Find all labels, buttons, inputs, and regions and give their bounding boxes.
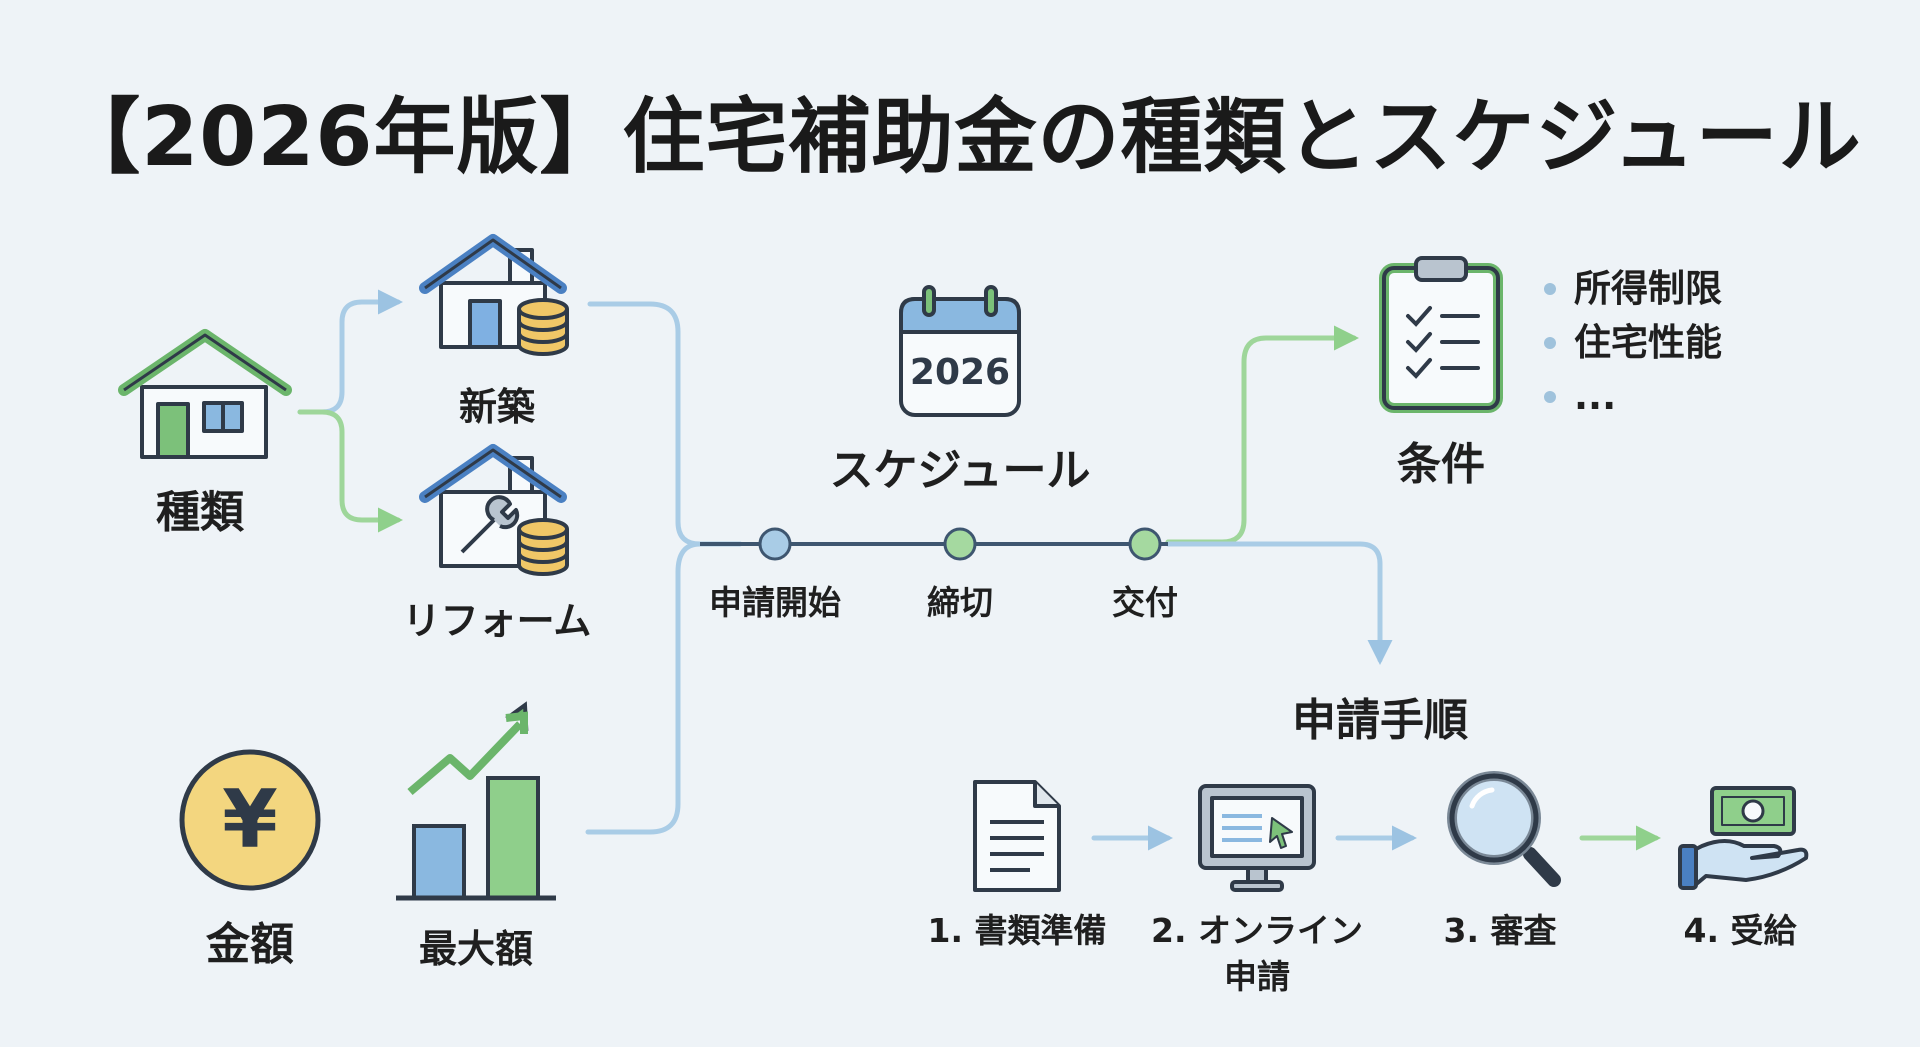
line-shinchiku-to-timeline: [587, 301, 743, 547]
magnifying-glass-icon: [1447, 771, 1561, 887]
step-line: 1. 書類準備: [927, 911, 1107, 950]
arrow-to-conditions: [1165, 325, 1359, 545]
conditions-label: 条件: [1397, 439, 1485, 490]
house-with-coins-icon: [419, 234, 569, 356]
calendar-year: 2026: [910, 352, 1010, 393]
hand-with-money-icon: [1678, 786, 1809, 890]
step-line: 3. 審査: [1443, 911, 1557, 950]
svg-text:¥: ¥: [222, 773, 278, 866]
step-review: 3. 審査: [1444, 908, 1557, 954]
calendar-icon: 2026: [899, 285, 1021, 417]
house-with-wrench-icon: [419, 444, 569, 576]
shinchiku-label: 新築: [458, 385, 536, 429]
schedule-timeline: [700, 527, 1168, 561]
milestone-application-start: 申請開始: [709, 583, 841, 622]
milestone-grant: 交付: [1112, 583, 1178, 622]
document-icon: [973, 780, 1061, 892]
arrow-to-procedure: [1165, 541, 1393, 665]
checklist-clipboard-icon: [1379, 256, 1503, 413]
yen-coin-icon: ¥: [179, 749, 321, 891]
page-title: 【2026年版】住宅補助金の種類とスケジュール: [58, 90, 1862, 185]
step-line: 4. 受給: [1683, 911, 1797, 950]
house-icon: [118, 329, 292, 459]
coin-stack: [517, 298, 569, 356]
timeline-dot-deadline: [943, 527, 977, 561]
condition-item: 住宅性能: [1540, 316, 1722, 370]
condition-item: 所得制限: [1540, 262, 1722, 316]
condition-item: ...: [1540, 370, 1722, 424]
conditions-list: 所得制限 住宅性能 ...: [1540, 262, 1722, 424]
reform-label: リフォーム: [402, 599, 592, 643]
max-amount-label: 最大額: [418, 927, 534, 971]
computer-monitor-icon: [1198, 784, 1316, 892]
milestone-deadline: 締切: [927, 583, 993, 622]
step-line: 申請: [1224, 957, 1290, 996]
wrench-icon: [460, 495, 520, 554]
timeline-dot-grant: [1128, 527, 1162, 561]
arrow-to-shinchiku: [297, 289, 403, 415]
line-amount-to-timeline: [585, 541, 703, 835]
type-label: 種類: [156, 487, 244, 538]
bar-chart-arrow-icon: [396, 701, 556, 901]
step-document-preparation: 1. 書類準備: [928, 908, 1107, 954]
connector-lines: [297, 289, 1661, 851]
step-online-application: 2. オンライン 申請: [1151, 908, 1363, 1000]
schedule-label: スケジュール: [829, 445, 1091, 496]
step-receipt: 4. 受給: [1684, 908, 1797, 954]
amount-label: 金額: [206, 919, 294, 970]
coin-stack: [517, 518, 569, 576]
arrow-to-reform: [297, 409, 403, 533]
procedure-label: 申請手順: [1292, 695, 1468, 746]
step-line: 2. オンライン: [1151, 911, 1363, 950]
timeline-dot-start: [758, 527, 792, 561]
